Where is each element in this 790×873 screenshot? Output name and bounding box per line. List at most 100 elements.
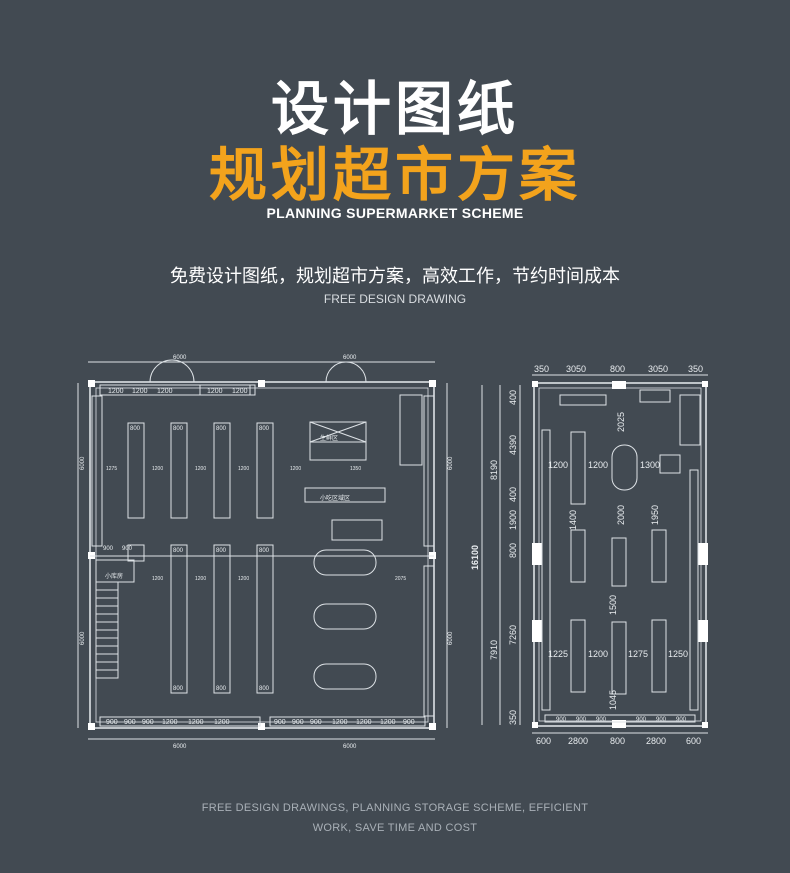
left-bottom-shelf-3: 900 [142, 719, 154, 726]
gondola-label-7: 800 [259, 548, 270, 554]
gondola-label-9: 800 [216, 686, 227, 692]
gondola-label-4: 800 [259, 426, 270, 432]
upper-row-3: 1300 [640, 460, 660, 470]
right-bottom-shelf-5: 900 [656, 717, 667, 723]
mid-row-1: 1275 [106, 466, 117, 472]
inner-dim-3: 400 [508, 487, 518, 502]
right-bottom-shelf-1: 900 [556, 717, 567, 723]
right-bottom-dim-5: 600 [686, 736, 701, 746]
footer-line-1: FREE DESIGN DRAWINGS, PLANNING STORAGE S… [201, 802, 589, 814]
footer-line-2: WORK, SAVE TIME AND COST [312, 822, 478, 834]
left-top-dim-1: 6000 [173, 355, 187, 361]
right-side-dim-1: 6000 [448, 456, 454, 470]
vertical-label-6: 1045 [608, 690, 618, 710]
vertical-label-4: 1950 [650, 505, 660, 525]
upper-row-1: 1200 [548, 460, 568, 470]
vertical-label-1: 2025 [616, 412, 626, 432]
inner-dim-1: 400 [508, 390, 518, 405]
left-bottom-shelf-13: 900 [403, 719, 415, 726]
vertical-label-2: 1400 [568, 510, 578, 530]
inner-dim-5: 800 [508, 543, 518, 558]
left-top-shelf-5: 1200 [232, 388, 248, 395]
left-bottom-shelf-7: 900 [274, 719, 286, 726]
left-dim-lower: 7910 [489, 640, 499, 660]
tagline-english: FREE DESIGN DRAWING [323, 292, 467, 306]
mid-row-7: 1200 [195, 576, 206, 582]
left-top-shelf-1: 1200 [108, 388, 124, 395]
left-dim-upper: 8190 [489, 460, 499, 480]
left-top-dim-2: 6000 [343, 355, 357, 361]
right-top-dim-3: 800 [610, 364, 625, 374]
total-height-dim: 16100 [470, 545, 480, 570]
tagline-chinese: 免费设计图纸，规划超市方案，高效工作，节约时间成本 [170, 266, 620, 287]
left-side-dim-2: 6000 [80, 631, 86, 645]
lower-row-2: 1200 [588, 649, 608, 659]
left-top-shelf-4: 1200 [207, 388, 223, 395]
title-line-2: 规划超市方案 [208, 141, 581, 209]
right-bottom-dim-1: 600 [536, 736, 551, 746]
left-bottom-shelf-9: 900 [310, 719, 322, 726]
room-dim-2: 900 [122, 546, 133, 552]
mid-row-8: 1200 [238, 576, 249, 582]
inner-dim-4: 1900 [508, 510, 518, 530]
right-bottom-dim-4: 2800 [646, 736, 666, 746]
gondola-label-6: 800 [216, 548, 227, 554]
left-bottom-dim-1: 6000 [173, 744, 187, 750]
right-side-dim-2: 6000 [448, 631, 454, 645]
vertical-label-3: 2000 [616, 505, 626, 525]
mid-row-4: 1200 [238, 466, 249, 472]
right-top-dim-4: 3050 [648, 364, 668, 374]
counter-zone-label: 小吃区域区 [320, 494, 350, 502]
gondola-label-10: 800 [259, 686, 270, 692]
fresh-zone-label: 生鲜区 [320, 434, 338, 442]
left-side-dim-1: 6000 [80, 456, 86, 470]
left-bottom-shelf-6: 1200 [214, 719, 230, 726]
left-top-shelf-2: 1200 [132, 388, 148, 395]
room-dim-1: 900 [103, 546, 114, 552]
left-floor-plan [77, 359, 448, 740]
lower-row-1: 1225 [548, 649, 568, 659]
left-bottom-shelf-2: 900 [124, 719, 136, 726]
left-bottom-dim-2: 6000 [343, 744, 357, 750]
vertical-label-5: 1500 [608, 595, 618, 615]
mid-row-5: 1200 [290, 466, 301, 472]
left-top-shelf-3: 1200 [157, 388, 173, 395]
left-bottom-shelf-11: 1200 [356, 719, 372, 726]
storage-room-label: 小库房 [105, 572, 123, 580]
upper-row-2: 1200 [588, 460, 608, 470]
right-top-dim-2: 3050 [566, 364, 586, 374]
left-bottom-shelf-12: 1200 [380, 719, 396, 726]
aisle-label: 1350 [350, 466, 361, 472]
left-bottom-shelf-4: 1200 [162, 719, 178, 726]
mid-row-9: 2075 [395, 576, 406, 582]
right-floor-plan [481, 374, 708, 734]
left-bottom-shelf-8: 900 [292, 719, 304, 726]
right-top-dim-5: 350 [688, 364, 703, 374]
gondola-label-3: 800 [216, 426, 227, 432]
gondola-label-8: 800 [173, 686, 184, 692]
right-bottom-shelf-6: 900 [676, 717, 687, 723]
mid-row-2: 1200 [152, 466, 163, 472]
right-bottom-dim-3: 800 [610, 736, 625, 746]
right-bottom-shelf-3: 900 [596, 717, 607, 723]
right-top-dim-1: 350 [534, 364, 549, 374]
subtitle: PLANNING SUPERMARKET SCHEME [266, 205, 524, 221]
title-line-1: 设计图纸 [270, 75, 519, 143]
inner-dim-6: 7260 [508, 625, 518, 645]
left-bottom-shelf-10: 1200 [332, 719, 348, 726]
lower-row-3: 1275 [628, 649, 648, 659]
right-bottom-shelf-4: 900 [636, 717, 647, 723]
gondola-label-2: 800 [173, 426, 184, 432]
left-bottom-shelf-5: 1200 [188, 719, 204, 726]
mid-row-6: 1200 [152, 576, 163, 582]
mid-row-3: 1200 [195, 466, 206, 472]
gondola-label-1: 800 [130, 426, 141, 432]
gondola-label-5: 800 [173, 548, 184, 554]
right-bottom-dim-2: 2800 [568, 736, 588, 746]
right-bottom-shelf-2: 900 [576, 717, 587, 723]
lower-row-4: 1250 [668, 649, 688, 659]
left-bottom-shelf-1: 900 [106, 719, 118, 726]
inner-dim-2: 4390 [508, 435, 518, 455]
inner-dim-7: 350 [508, 710, 518, 725]
